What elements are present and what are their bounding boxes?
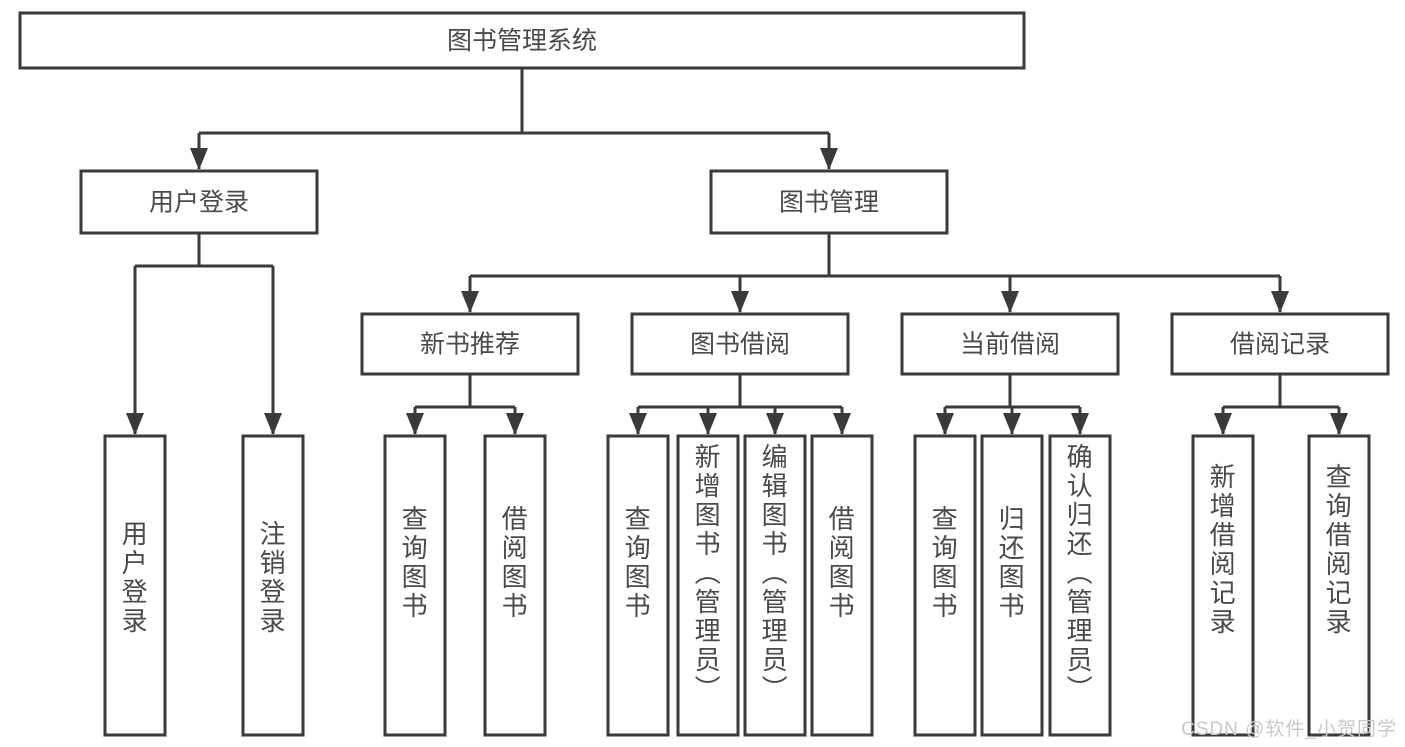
node-leaf-6[interactable]: [743, 434, 807, 737]
node-leaf-2[interactable]: [383, 434, 447, 737]
node-level3-3[interactable]: [1170, 312, 1390, 376]
node-level3-0[interactable]: [360, 312, 580, 376]
node-label-root: 图书管理系统: [447, 27, 597, 55]
node-leaf-1[interactable]: [241, 434, 305, 737]
arrow-head-icon: [461, 291, 479, 313]
arrow-head-icon: [1003, 413, 1021, 435]
arrow-head-icon: [936, 413, 954, 435]
node-leaf-0[interactable]: [103, 434, 167, 737]
node-label-level3-2: 当前借阅: [960, 331, 1060, 359]
node-leaf-8[interactable]: [913, 434, 977, 737]
node-level3-1[interactable]: [630, 312, 850, 376]
arrow-head-icon: [264, 413, 282, 435]
node-leaf-7[interactable]: [810, 434, 874, 737]
arrow-head-icon: [190, 148, 208, 170]
node-leaf-3[interactable]: [483, 434, 547, 737]
node-label-level3-0: 新书推荐: [420, 331, 520, 359]
node-leaf-12[interactable]: [1307, 434, 1371, 737]
node-label-level3-1: 图书借阅: [690, 331, 790, 359]
node-label-level2-0: 用户登录: [149, 189, 249, 217]
node-leaf-5[interactable]: [676, 434, 740, 737]
node-box-layer: [18, 11, 1390, 737]
node-leaf-4[interactable]: [606, 434, 670, 737]
arrow-head-icon: [833, 413, 851, 435]
arrow-head-icon: [1330, 413, 1348, 435]
arrow-head-icon: [699, 413, 717, 435]
arrow-head-icon: [506, 413, 524, 435]
watermark: CSDN @软件_小贺同学: [1181, 719, 1397, 740]
arrow-head-icon: [1271, 291, 1289, 313]
node-level2-1[interactable]: [709, 169, 949, 235]
arrow-head-icon: [1214, 413, 1232, 435]
node-label-level3-3: 借阅记录: [1230, 331, 1330, 359]
connector-layer: [126, 68, 1348, 435]
arrow-head-icon: [406, 413, 424, 435]
arrow-head-icon: [766, 413, 784, 435]
arrow-head-icon: [629, 413, 647, 435]
node-leaf-10[interactable]: [1048, 434, 1112, 737]
node-level2-0[interactable]: [79, 169, 319, 235]
arrow-head-icon: [1071, 413, 1089, 435]
node-leaf-11[interactable]: [1191, 434, 1255, 737]
arrow-head-icon: [1001, 291, 1019, 313]
node-leaf-9[interactable]: [980, 434, 1044, 737]
arrow-head-icon: [820, 148, 838, 170]
node-root-图书管理系统[interactable]: [18, 11, 1026, 70]
arrow-head-icon: [126, 413, 144, 435]
node-label-level2-1: 图书管理: [779, 189, 879, 217]
node-level3-2[interactable]: [900, 312, 1120, 376]
arrow-head-icon: [731, 291, 749, 313]
